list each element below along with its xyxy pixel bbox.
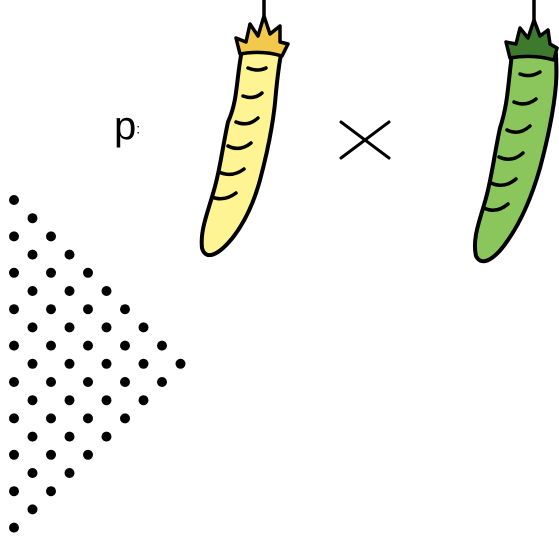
grid-dot	[46, 486, 56, 496]
grid-dot	[139, 395, 149, 405]
yellow-pod-calyx	[236, 16, 288, 56]
grid-dot	[9, 450, 19, 460]
grid-dot	[28, 432, 38, 442]
grid-dot	[65, 432, 75, 442]
grid-dot	[83, 377, 93, 387]
grid-dot	[120, 413, 130, 423]
triangular-dot-grid	[9, 195, 186, 533]
grid-dot	[9, 377, 19, 387]
grid-dot	[120, 341, 130, 351]
grid-dot	[9, 413, 19, 423]
grid-dot	[83, 341, 93, 351]
grid-dot	[9, 268, 19, 278]
grid-dot	[9, 523, 19, 533]
grid-dot	[9, 341, 19, 351]
grid-dot	[9, 486, 19, 496]
grid-dot	[139, 322, 149, 332]
grid-dot	[9, 231, 19, 241]
grid-dot	[9, 304, 19, 314]
grid-dot	[9, 195, 19, 205]
grid-dot	[65, 359, 75, 369]
grid-dot	[28, 359, 38, 369]
grid-dot	[46, 377, 56, 387]
grid-dot	[65, 322, 75, 332]
grid-dot	[102, 322, 112, 332]
grid-dot	[83, 413, 93, 423]
grid-dot	[102, 432, 112, 442]
grid-dot	[102, 395, 112, 405]
grid-dot	[65, 250, 75, 260]
grid-dot	[65, 395, 75, 405]
grid-dot	[46, 304, 56, 314]
grid-dot	[28, 395, 38, 405]
grid-dot	[46, 413, 56, 423]
grid-dot	[139, 359, 149, 369]
grid-dot	[102, 286, 112, 296]
grid-dot	[157, 341, 167, 351]
grid-dot	[46, 341, 56, 351]
grid-dot	[83, 450, 93, 460]
cross-multiply-icon	[341, 122, 389, 158]
grid-dot	[102, 359, 112, 369]
grid-dot	[83, 268, 93, 278]
green-pod-calyx	[506, 20, 557, 60]
grid-dot	[157, 377, 167, 387]
grid-dot	[65, 468, 75, 478]
grid-dot	[120, 304, 130, 314]
grid-dot	[28, 250, 38, 260]
grid-dot	[46, 268, 56, 278]
grid-dot	[120, 377, 130, 387]
grid-dot	[28, 504, 38, 514]
grid-dot	[46, 231, 56, 241]
grid-dot	[28, 286, 38, 296]
grid-dot	[28, 468, 38, 478]
grid-dot	[176, 359, 186, 369]
grid-dot	[83, 304, 93, 314]
yellow-pod-body	[202, 50, 282, 255]
grid-dot	[65, 286, 75, 296]
yellow-pod-icon	[202, 0, 288, 255]
grid-dot	[28, 322, 38, 332]
grid-dot	[28, 213, 38, 223]
green-pod-icon	[475, 0, 557, 261]
grid-dot	[46, 450, 56, 460]
